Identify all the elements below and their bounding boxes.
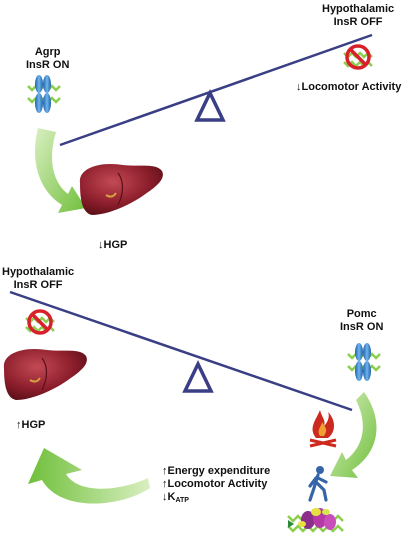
insulin-receptor-icon [347, 343, 381, 381]
liver-icon [3, 348, 87, 400]
pomc-label-line2: InsR ON [340, 321, 384, 333]
curved-arrow-bottom-icon [28, 448, 150, 504]
katp-down-label: ↓KATP [162, 491, 189, 507]
hypothalamic-off-bottom-line1: Hypothalamic [2, 266, 75, 278]
fulcrum-bottom-icon [182, 359, 214, 393]
hgp-down-label: ↓HGP [98, 239, 128, 251]
curved-arrow-right-icon [330, 392, 377, 478]
katp-subscript: ATP [175, 497, 189, 504]
no-sign-icon [343, 44, 373, 70]
hypothalamic-off-top-label: Hypothalamic InsR OFF [322, 3, 394, 29]
no-sign-icon [25, 309, 55, 335]
agrp-label: Agrp InsR ON [26, 46, 69, 72]
pomc-label: Pomc InsR ON [340, 308, 383, 334]
hypothalamic-off-bottom-label: Hypothalamic InsR OFF [2, 266, 74, 292]
seesaw-beam-bottom [9, 290, 353, 412]
liver-icon [79, 163, 163, 215]
hypothalamic-off-top-line1: Hypothalamic [322, 3, 395, 15]
agrp-label-line1: Agrp [34, 46, 61, 58]
agrp-label-line2: InsR ON [26, 59, 70, 71]
fire-icon [309, 410, 337, 448]
walking-person-icon [308, 466, 328, 502]
locomotor-activity-up-label: ↑Locomotor Activity [162, 478, 268, 490]
pomc-label-line1: Pomc [346, 308, 377, 320]
katp-channel-icon [287, 508, 344, 533]
energy-expenditure-up-label: ↑Energy expenditure [162, 465, 271, 477]
locomotor-activity-down-label: ↓Locomotor Activity [296, 81, 402, 93]
hypothalamic-off-bottom-line2: InsR OFF [13, 279, 63, 291]
fulcrum-top-icon [194, 88, 226, 122]
curved-arrow-top-icon [35, 128, 86, 213]
hypothalamic-off-top-line2: InsR OFF [333, 16, 383, 28]
seesaw-beam-top [59, 33, 373, 147]
katp-down-prefix: ↓K [162, 491, 176, 503]
hgp-up-label: ↑HGP [16, 419, 46, 431]
insulin-receptor-icon [27, 75, 61, 113]
